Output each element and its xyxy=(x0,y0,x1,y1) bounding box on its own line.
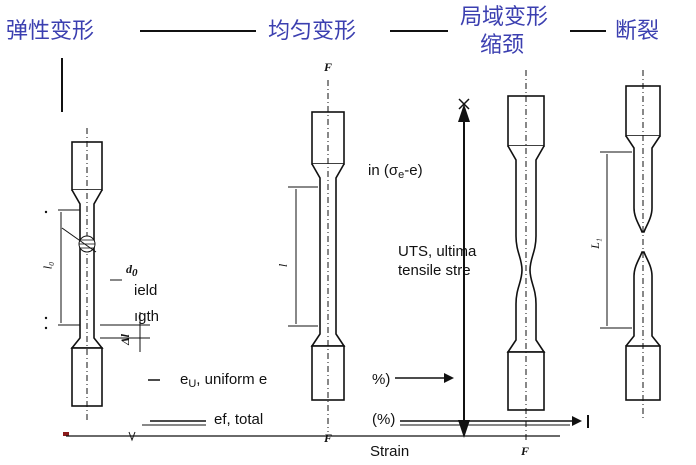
specimen-necking xyxy=(506,70,546,440)
eu-prefix: e xyxy=(180,371,189,388)
total-elongation-percent: (%) xyxy=(372,411,396,428)
title-connectors xyxy=(61,30,606,112)
strain-axis-label: Strain xyxy=(370,443,410,460)
stage-title-fracture: 断裂 xyxy=(615,19,660,44)
force-label-bottom: F xyxy=(324,431,333,445)
stress-label-suffix: -e) xyxy=(404,162,423,179)
length-label: ıgth xyxy=(134,308,160,325)
elastic-marks xyxy=(44,210,69,436)
gauge-length-label: l₀ xyxy=(40,261,55,270)
total-elongation-label: ef, total xyxy=(214,411,264,428)
uts-label-line2: tensile stre xyxy=(398,262,471,279)
stage-title-necking: 缩颈 xyxy=(480,33,525,58)
uts-label-line1: UTS, ultima xyxy=(398,243,477,260)
specimen-fracture xyxy=(600,70,661,420)
stress-label-sub: e xyxy=(398,169,405,181)
specimen-uniform xyxy=(288,80,346,432)
stage-title-local: 局域变形 xyxy=(460,5,549,30)
force-label-bottom-necking: F xyxy=(521,444,530,458)
diameter-subscript: 0 xyxy=(132,267,138,279)
force-label-top: F xyxy=(324,60,333,74)
yield-label: ield xyxy=(134,282,158,299)
stress-label: in (σe-e) xyxy=(368,162,423,184)
specimen-elastic xyxy=(58,128,150,420)
uniform-elongation-label: eU, uniform e xyxy=(180,371,267,393)
uniform-length-label: l xyxy=(276,263,291,268)
diameter-symbol: d xyxy=(126,262,132,276)
eu-subscript: U xyxy=(188,378,197,390)
uniform-elongation-percent: %) xyxy=(372,371,391,388)
final-length-label: L₁ xyxy=(587,238,602,249)
eu-suffix: , uniform e xyxy=(196,371,268,388)
stage-title-elastic: 弹性变形 xyxy=(6,19,95,44)
diameter-label: d0 xyxy=(126,262,138,279)
delta-l-label: Δl xyxy=(117,334,132,345)
stage-title-uniform: 均匀变形 xyxy=(268,19,357,44)
arrows xyxy=(66,98,589,442)
stress-label-prefix: in (σ xyxy=(368,162,399,179)
